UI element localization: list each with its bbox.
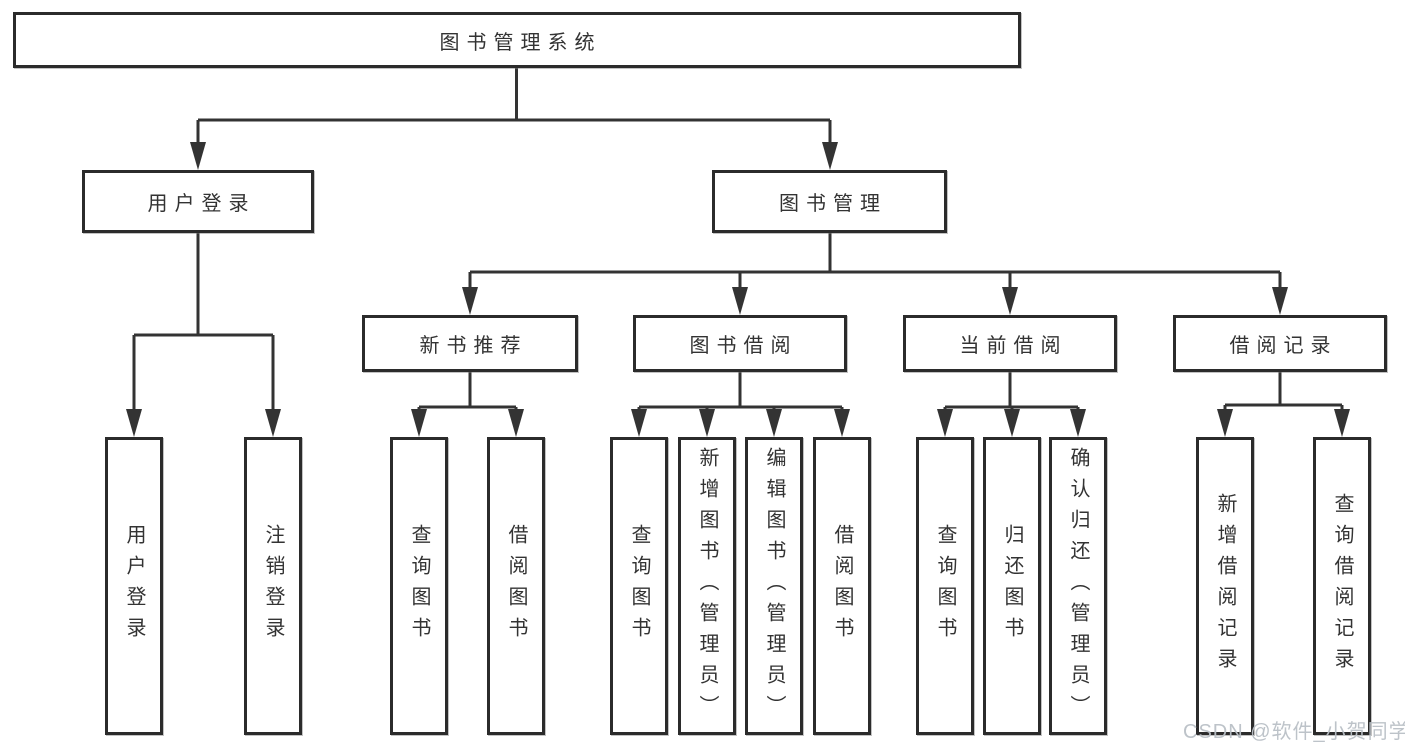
node-new-book-recommend: 新书推荐 [362,315,578,372]
node-label: 图书管理系统 [439,31,602,54]
node-label: 借阅图书 [505,524,527,648]
csdn-watermark: CSDN @软件_小贺同学 [1183,721,1405,743]
node-label: 用户登录 [147,193,256,215]
leaf-borrow-books-2: 借阅图书 [813,437,871,735]
node-label: 借阅记录 [1229,335,1338,357]
node-label: 查询图书 [628,524,650,648]
leaf-query-borrow-record: 查询借阅记录 [1313,437,1371,735]
node-label: 编辑图书（管理员） [763,446,785,726]
leaf-query-books-1: 查询图书 [390,437,448,735]
leaf-add-borrow-record: 新增借阅记录 [1196,437,1254,735]
node-label: 查询图书 [934,524,956,648]
node-library-management-system: 图书管理系统 [13,12,1021,68]
node-label: 注销登录 [262,524,284,648]
leaf-user-login: 用户登录 [105,437,163,735]
leaf-edit-books-admin: 编辑图书（管理员） [745,437,803,735]
node-book-borrowing: 图书借阅 [633,315,847,372]
leaf-query-books-3: 查询图书 [916,437,974,735]
node-label: 图书借阅 [689,335,798,357]
leaf-return-books: 归还图书 [983,437,1041,735]
node-label: 查询借阅记录 [1331,493,1353,679]
node-label: 当前借阅 [959,335,1068,357]
node-label: 确认归还（管理员） [1067,446,1089,726]
node-label: 新增借阅记录 [1214,493,1236,679]
node-label: 用户登录 [123,524,145,648]
node-label: 借阅图书 [831,524,853,648]
node-label: 图书管理 [779,193,887,215]
node-borrowing-records: 借阅记录 [1173,315,1387,372]
leaf-confirm-return-admin: 确认归还（管理员） [1049,437,1107,735]
node-book-management: 图书管理 [712,170,947,233]
node-user-login: 用户登录 [82,170,314,233]
leaf-add-books-admin: 新增图书（管理员） [678,437,736,735]
node-label: 查询图书 [408,524,430,648]
leaf-borrow-books-1: 借阅图书 [487,437,545,735]
leaf-query-books-2: 查询图书 [610,437,668,735]
leaf-logout: 注销登录 [244,437,302,735]
node-label: 新书推荐 [419,335,528,357]
node-label: 归还图书 [1001,524,1023,648]
node-label: 新增图书（管理员） [696,446,718,726]
node-current-borrowing: 当前借阅 [903,315,1117,372]
